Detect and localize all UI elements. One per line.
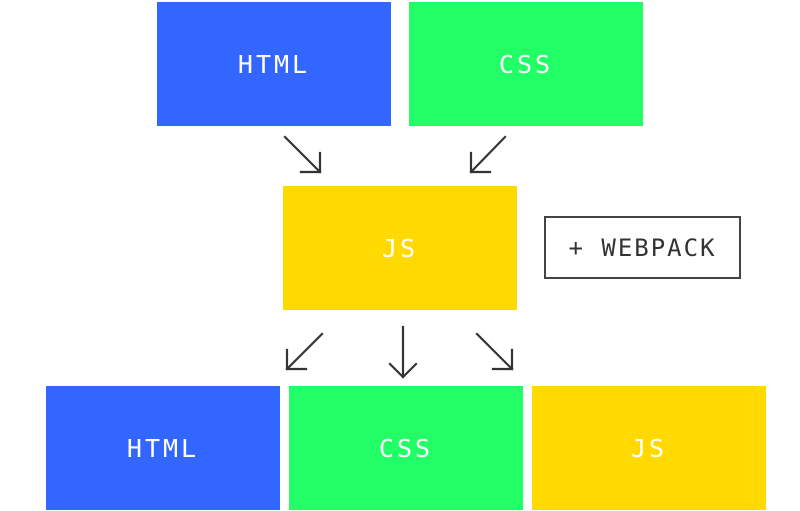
js-bundle-label: JS [381, 233, 419, 263]
source-css-box: CSS [409, 2, 643, 126]
output-css-label: CSS [378, 433, 434, 463]
source-html-label: HTML [237, 49, 311, 79]
js-bundle-box: JS [283, 186, 517, 310]
arrow-down-left-icon [285, 332, 324, 371]
webpack-label: + WEBPACK [568, 233, 717, 262]
source-css-label: CSS [498, 49, 554, 79]
arrow-down-right-icon [475, 332, 514, 371]
output-js-box: JS [532, 386, 766, 510]
source-html-box: HTML [157, 2, 391, 126]
output-html-label: HTML [126, 433, 200, 463]
output-js-label: JS [630, 433, 668, 463]
arrow-down-icon [388, 325, 418, 379]
arrow-down-left-icon [469, 135, 507, 174]
arrow-down-right-icon [283, 135, 322, 174]
output-css-box: CSS [289, 386, 523, 510]
output-html-box: HTML [46, 386, 280, 510]
webpack-label-box: + WEBPACK [544, 216, 741, 279]
